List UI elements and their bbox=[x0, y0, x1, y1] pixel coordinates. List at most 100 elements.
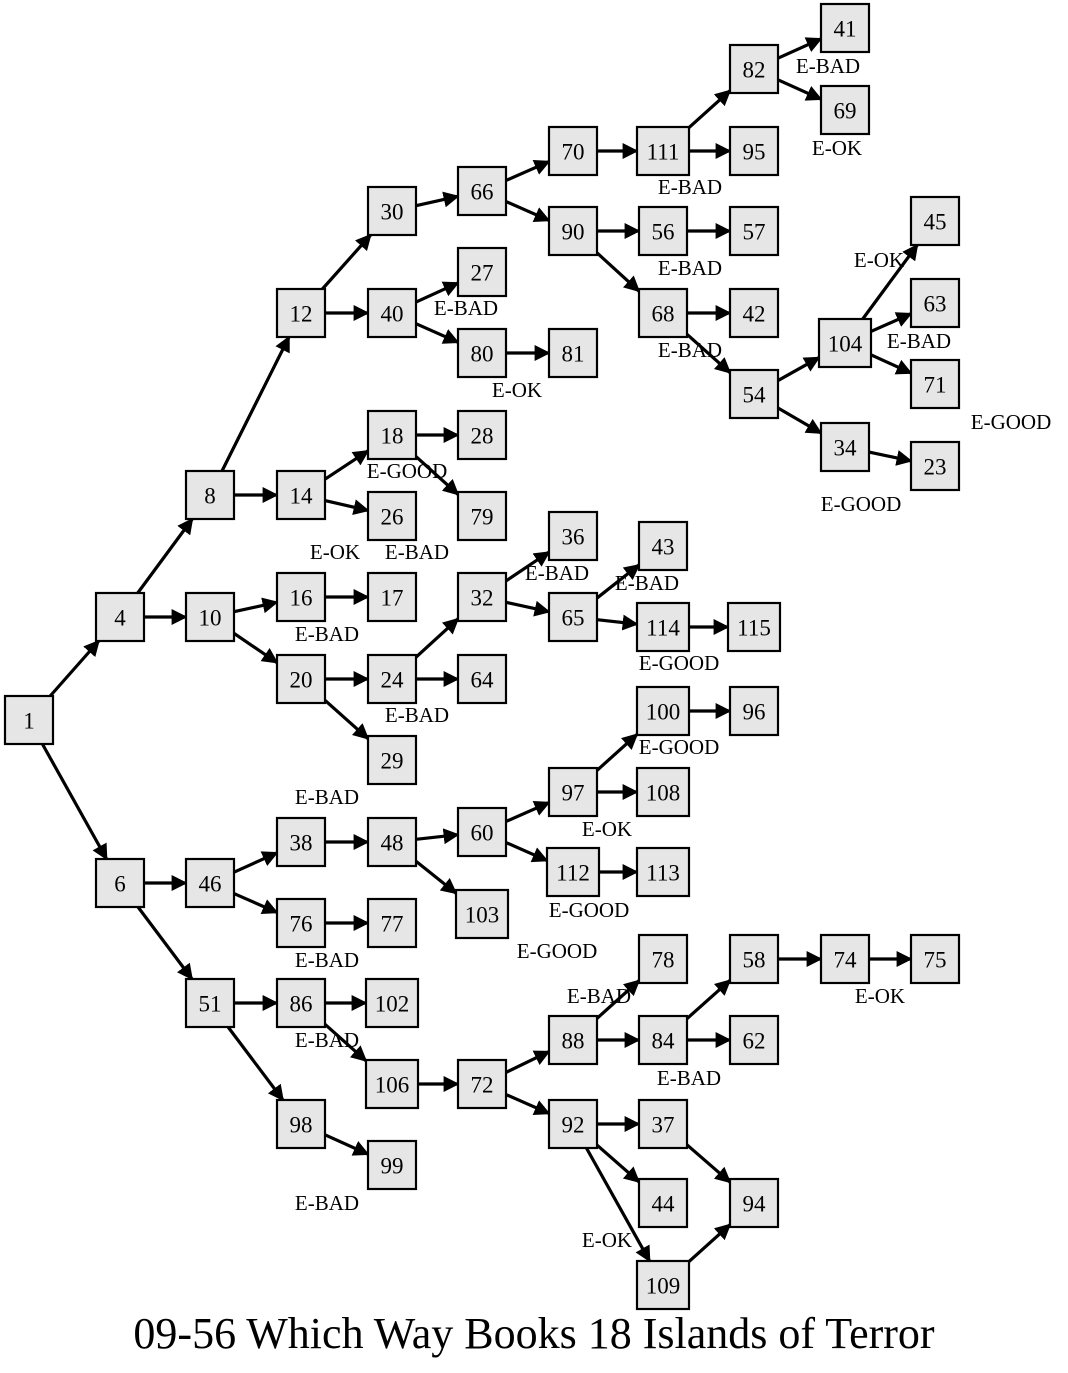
node-label: 95 bbox=[743, 140, 766, 165]
ending-label-36: E-BAD bbox=[525, 561, 589, 585]
node-box bbox=[909, 277, 961, 329]
node-label: 57 bbox=[743, 220, 766, 245]
edge-98-to-99 bbox=[324, 1133, 370, 1156]
node-label: 90 bbox=[562, 220, 585, 245]
node-box bbox=[728, 1014, 780, 1066]
node-97: 97 bbox=[547, 766, 599, 818]
node-68: 68 bbox=[637, 287, 689, 339]
node-box bbox=[547, 1014, 599, 1066]
ending-label-24: E-BAD bbox=[385, 703, 449, 727]
node-label: 40 bbox=[381, 302, 404, 327]
node-label: 62 bbox=[743, 1029, 766, 1054]
edge-24-to-32 bbox=[414, 617, 460, 659]
node-label: 44 bbox=[652, 1192, 676, 1217]
node-66: 66 bbox=[456, 165, 508, 217]
node-label: 10 bbox=[199, 606, 222, 631]
node-label: 109 bbox=[646, 1274, 681, 1299]
node-box bbox=[817, 317, 873, 369]
node-label: 84 bbox=[652, 1029, 676, 1054]
node-label: 76 bbox=[290, 912, 313, 937]
node-label: 112 bbox=[556, 861, 590, 886]
node-label: 46 bbox=[199, 872, 222, 897]
ending-label-45: E-OK bbox=[854, 248, 904, 272]
node-label: 16 bbox=[290, 586, 313, 611]
node-box bbox=[909, 358, 961, 410]
edge-86-to-106 bbox=[323, 1023, 368, 1063]
node-10: 10 bbox=[184, 591, 236, 643]
node-box bbox=[635, 846, 691, 898]
node-100: 100 bbox=[635, 685, 691, 737]
node-box bbox=[456, 246, 508, 298]
edge-88-to-78 bbox=[595, 979, 641, 1020]
edges-layer bbox=[41, 37, 919, 1263]
node-label: 108 bbox=[646, 781, 681, 806]
node-label: 28 bbox=[471, 424, 494, 449]
node-113: 113 bbox=[635, 846, 691, 898]
node-label: 96 bbox=[743, 700, 766, 725]
node-box bbox=[456, 1058, 508, 1110]
diagram-title: 09-56 Which Way Books 18 Islands of Terr… bbox=[133, 1309, 935, 1358]
ending-label-26: E-BAD bbox=[385, 540, 449, 564]
node-36: 36 bbox=[547, 510, 599, 562]
node-box bbox=[637, 287, 689, 339]
node-box bbox=[366, 287, 418, 339]
node-114: 114 bbox=[635, 601, 691, 653]
edge-65-to-43 bbox=[596, 563, 641, 600]
node-81: 81 bbox=[547, 327, 599, 379]
node-64: 64 bbox=[456, 653, 508, 705]
node-72: 72 bbox=[456, 1058, 508, 1110]
node-115: 115 bbox=[726, 601, 782, 653]
node-label: 17 bbox=[381, 586, 404, 611]
node-label: 26 bbox=[381, 505, 404, 530]
node-box bbox=[456, 165, 508, 217]
node-box bbox=[728, 287, 780, 339]
node-42: 42 bbox=[728, 287, 780, 339]
edge-60-to-97 bbox=[505, 801, 551, 823]
edge-54-to-34 bbox=[777, 406, 823, 435]
node-77: 77 bbox=[366, 897, 418, 949]
node-98: 98 bbox=[275, 1098, 327, 1150]
edge-104-to-45 bbox=[861, 243, 919, 320]
ending-label-112: E-GOOD bbox=[549, 898, 629, 922]
ending-label-97: E-OK bbox=[582, 817, 632, 841]
ending-labels-layer: E-BAD E-OK E-BAD E-BAD E-BAD E-OK E-BAD E-GOOD E… bbox=[295, 54, 1051, 1252]
node-label: 114 bbox=[646, 616, 680, 641]
node-box bbox=[637, 1014, 689, 1066]
node-label: 72 bbox=[471, 1073, 494, 1098]
node-label: 48 bbox=[381, 831, 404, 856]
node-box bbox=[456, 806, 508, 858]
node-16: 16 bbox=[275, 571, 327, 623]
node-1: 1 bbox=[3, 694, 55, 746]
node-41: 41 bbox=[819, 2, 871, 54]
edge-97-to-100 bbox=[595, 733, 639, 772]
node-box bbox=[366, 1139, 418, 1191]
node-label: 4 bbox=[114, 606, 126, 631]
node-102: 102 bbox=[364, 977, 420, 1029]
node-label: 69 bbox=[834, 99, 857, 124]
node-103: 103 bbox=[454, 888, 510, 940]
node-box bbox=[819, 933, 871, 985]
node-label: 82 bbox=[743, 58, 766, 83]
node-17: 17 bbox=[366, 571, 418, 623]
node-box bbox=[275, 571, 327, 623]
node-label: 54 bbox=[743, 383, 767, 408]
node-34: 34 bbox=[819, 421, 871, 473]
node-label: 41 bbox=[834, 17, 857, 42]
edge-10-to-20 bbox=[233, 632, 279, 664]
node-box bbox=[275, 897, 327, 949]
node-38: 38 bbox=[275, 816, 327, 868]
node-29: 29 bbox=[366, 734, 418, 786]
node-label: 104 bbox=[828, 332, 863, 357]
node-box bbox=[728, 368, 780, 420]
ending-label-76: E-BAD bbox=[295, 948, 359, 972]
node-box bbox=[366, 571, 418, 623]
ending-label-100: E-GOOD bbox=[639, 735, 719, 759]
node-box bbox=[275, 816, 327, 868]
node-86: 86 bbox=[275, 977, 327, 1029]
edge-4-to-8 bbox=[136, 517, 194, 594]
node-51: 51 bbox=[184, 977, 236, 1029]
node-92: 92 bbox=[547, 1098, 599, 1150]
ending-label-86: E-BAD bbox=[295, 1028, 359, 1052]
node-label: 71 bbox=[924, 373, 947, 398]
